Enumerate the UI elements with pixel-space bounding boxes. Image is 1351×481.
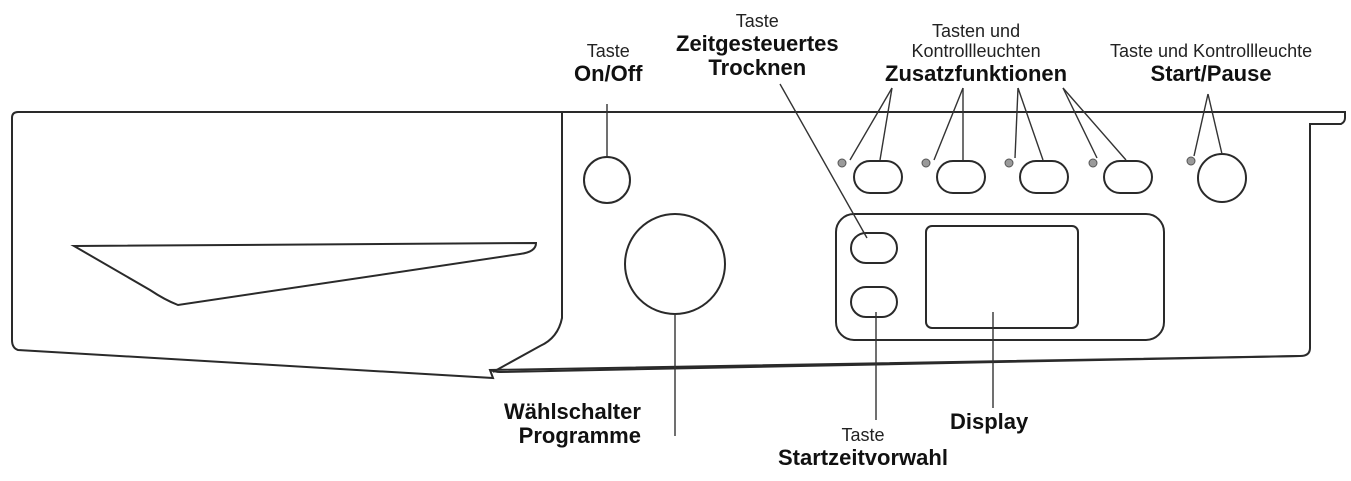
label-program-selector-line2: Programme	[518, 423, 641, 449]
extra-function-button-1[interactable]	[853, 160, 903, 194]
delay-start-button[interactable]	[850, 286, 898, 318]
leader-extra-2a	[933, 87, 964, 161]
label-timed-drying: Taste Zeitgesteuertes Trocknen	[676, 11, 839, 80]
label-start-pause: Taste und Kontrollleuchte Start/Pause	[1110, 41, 1313, 86]
extra-function-button-3[interactable]	[1019, 160, 1069, 194]
start-pause-led	[1186, 156, 1196, 166]
leader-start-b	[1207, 93, 1223, 155]
panel-lower-edge	[489, 355, 1301, 374]
label-on-off: Taste On/Off	[574, 41, 643, 86]
label-delay-start: Taste Startzeitvorwahl	[778, 425, 948, 470]
extra-function-button-2[interactable]	[936, 160, 986, 194]
extra-function-led-2	[921, 158, 931, 168]
label-start-pause-big: Start/Pause	[1150, 60, 1272, 86]
label-extra-functions-small2: Kontrollleuchten	[911, 40, 1041, 61]
program-selector-knob[interactable]	[624, 213, 726, 315]
extra-function-led-1	[837, 158, 847, 168]
label-extra-functions-small1: Tasten und	[932, 21, 1021, 41]
label-extra-functions-big: Zusatzfunktionen	[885, 60, 1068, 86]
leader-extra-3a	[1014, 87, 1019, 159]
extra-function-button-4[interactable]	[1103, 160, 1153, 194]
leader-extra-4a	[1062, 87, 1098, 159]
leader-start-a	[1193, 93, 1209, 157]
label-display: Display	[950, 409, 1029, 434]
extra-function-led-3	[1004, 158, 1014, 168]
leader-extra-1a	[849, 87, 893, 161]
leader-extra-4b	[1062, 87, 1127, 161]
label-program-selector: Wählschalter Programme	[504, 399, 641, 449]
display-screen	[925, 225, 1079, 329]
label-program-selector-line1: Wählschalter	[504, 399, 641, 424]
label-delay-start-small: Taste	[841, 425, 885, 445]
label-extra-functions: Tasten und Kontrollleuchten Zusatzfunkti…	[885, 21, 1068, 86]
label-timed-drying-line2: Trocknen	[708, 54, 807, 80]
label-delay-start-big: Startzeitvorwahl	[778, 444, 948, 470]
label-timed-drying-line1: Zeitgesteuertes	[676, 30, 839, 56]
label-start-pause-small: Taste und Kontrollleuchte	[1110, 41, 1313, 61]
leader-extra-3b	[1017, 87, 1044, 161]
leader-extra-1b	[879, 87, 893, 161]
timed-drying-button[interactable]	[850, 232, 898, 264]
label-display-big: Display	[950, 409, 1029, 434]
label-timed-drying-small: Taste	[735, 11, 779, 31]
display-bezel	[835, 213, 1165, 341]
extra-function-led-4	[1088, 158, 1098, 168]
label-on-off-big: On/Off	[574, 60, 643, 86]
drawer-divider	[492, 112, 563, 373]
on-off-button[interactable]	[583, 156, 631, 204]
start-pause-button[interactable]	[1197, 153, 1247, 203]
leader-timed-drying	[779, 83, 868, 239]
label-on-off-small: Taste	[586, 41, 630, 61]
drawer-handle	[70, 241, 538, 307]
